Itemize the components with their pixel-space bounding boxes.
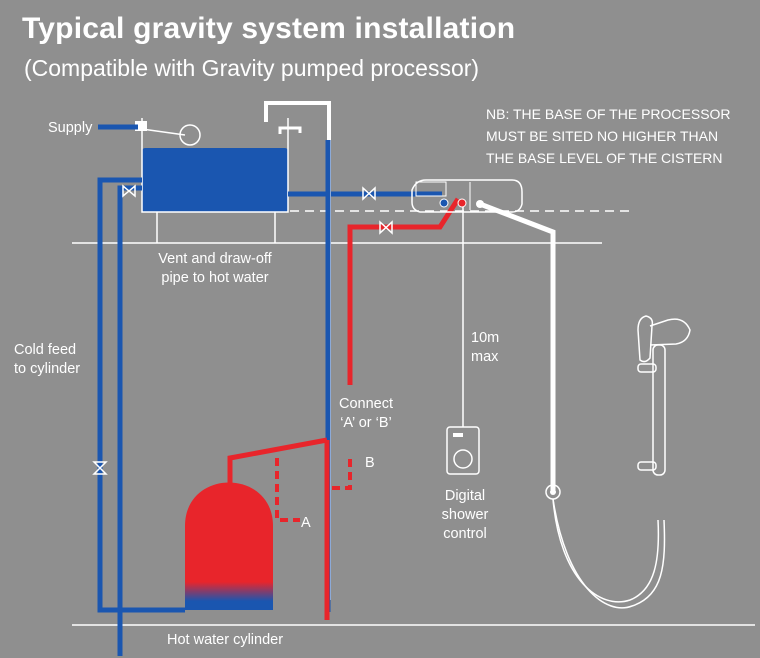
point-a-label: A [301, 515, 311, 531]
point-b-label: B [365, 455, 375, 471]
connect-label-line-2: ‘A’ or ‘B’ [340, 415, 392, 431]
vent-pipe [264, 101, 331, 620]
digital-control-label-line-1: Digital [444, 488, 486, 504]
connection-option-a-pipe [275, 458, 300, 522]
digital-control-label: Digital shower control [430, 487, 500, 544]
connect-label: Connect ‘A’ or ‘B’ [328, 395, 404, 433]
digital-shower-control [446, 426, 480, 475]
processor-placement-note: NB: THE BASE OF THE PROCESSOR MUST BE SI… [486, 103, 731, 169]
shower-outlet-pipe [479, 201, 556, 490]
connect-label-line-1: Connect [338, 396, 393, 412]
shower-riser-rail [637, 344, 666, 476]
isolating-valve-hot-supply [379, 220, 393, 235]
distance-label-line-2: max [471, 349, 499, 365]
isolating-valve-cold-feed-lower [92, 461, 108, 475]
cylinder-label: Hot water cylinder [167, 632, 284, 648]
hot-flow-pipe [227, 437, 328, 485]
note-line-1: NB: THE BASE OF THE PROCESSOR [486, 106, 731, 122]
cold-feed-label-line-2: to cylinder [14, 361, 81, 377]
digital-control-label-line-2: shower [441, 507, 489, 523]
vent-label-line-2: pipe to hot water [161, 270, 269, 286]
supply-label: Supply [48, 120, 93, 136]
cold-feed-label-line-1: Cold feed [14, 342, 77, 358]
vent-label-line-1: Vent and draw-off [158, 251, 272, 267]
digital-control-label-line-3: control [443, 526, 487, 542]
page-title: Typical gravity system installation [22, 12, 516, 45]
page-subtitle: (Compatible with Gravity pumped processo… [24, 55, 480, 81]
ball-valve [135, 121, 201, 146]
distance-label: 10m max [471, 329, 499, 367]
cold-down-pipe [117, 185, 142, 656]
hot-supply-pipe-to-processor [347, 197, 461, 385]
cold-feed-pipe [97, 177, 185, 613]
cold-feed-label: Cold feed to cylinder [14, 341, 80, 379]
hot-water-cylinder [185, 482, 273, 610]
pumped-processor [411, 179, 523, 213]
note-line-2: MUST BE SITED NO HIGHER THAN [486, 128, 719, 144]
isolating-valve-cold-supply [362, 186, 376, 201]
note-line-3: THE BASE LEVEL OF THE CISTERN [486, 150, 723, 166]
cistern-outline [141, 118, 289, 213]
cistern-stand [156, 210, 276, 243]
distance-label-line-1: 10m [471, 330, 500, 346]
connection-option-b-pipe [332, 455, 352, 490]
vent-label: Vent and draw-off pipe to hot water [150, 250, 280, 288]
shower-head [637, 315, 691, 363]
cistern [142, 148, 288, 212]
isolating-valve-cold-feed [122, 184, 136, 198]
shower-hose [545, 484, 666, 609]
